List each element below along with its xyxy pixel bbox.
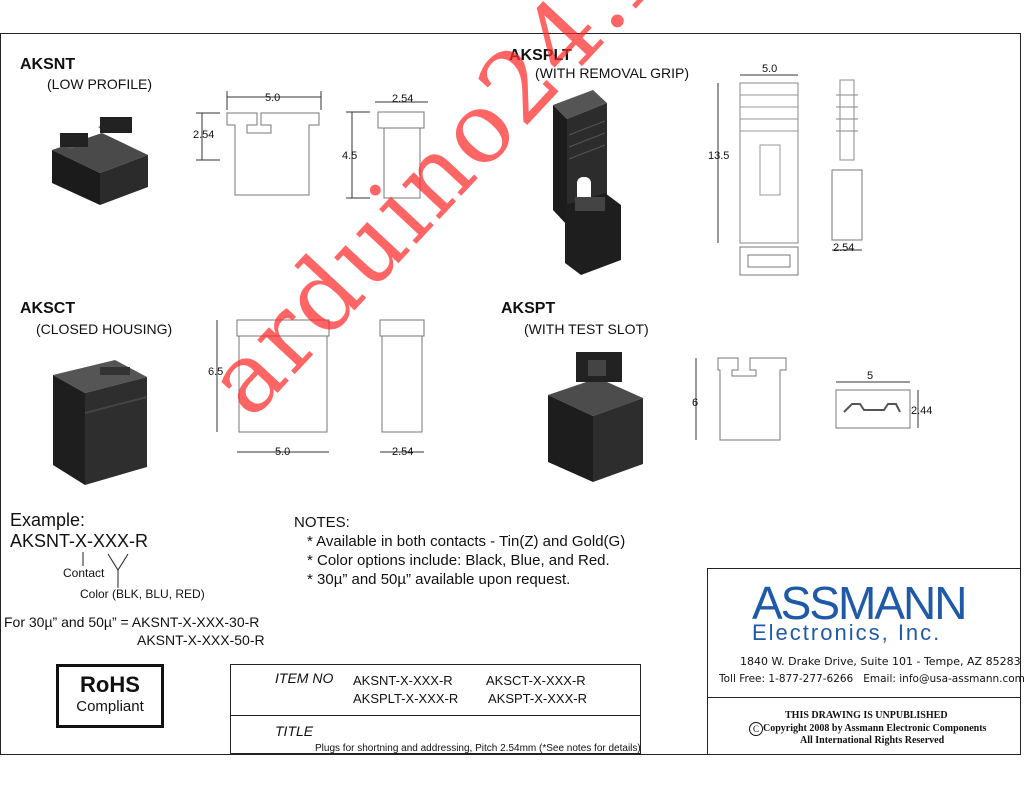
rohs-label: RoHS	[80, 672, 140, 697]
company-address: 1840 W. Drake Drive, Suite 101 - Tempe, …	[740, 655, 1021, 668]
copyright-icon: C	[749, 722, 763, 736]
aksct-title: AKSCT	[20, 300, 76, 317]
aksplt-title: AKSPLT	[509, 47, 572, 64]
title-label: TITLE	[275, 723, 314, 739]
aksct-width-label: 5.0	[275, 446, 291, 458]
item-no-label: ITEM NO	[275, 670, 334, 686]
akspt-width-label: 5	[867, 370, 874, 382]
company-contact: Toll Free: 1-877-277-6266 Email: info@us…	[719, 673, 1024, 685]
gold-option-line1: For 30µ” and 50µ” = AKSNT-X-XXX-30-R	[4, 614, 260, 630]
aksct-side-width-label: 2.54	[392, 446, 414, 458]
aksplt-side-width-label: 2.54	[833, 242, 855, 254]
akspt-title: AKSPT	[501, 300, 556, 317]
title-block	[230, 664, 641, 754]
legal-unpublished: THIS DRAWING IS UNPUBLISHED	[785, 710, 948, 721]
akspt-photo	[548, 352, 643, 482]
legal-rights: All International Rights Reserved	[800, 735, 945, 746]
aksplt-photo	[553, 90, 621, 275]
legal-copyright: Copyright 2008 by Assmann Electronic Com…	[763, 723, 987, 734]
example-color-label: Color (BLK, BLU, RED)	[80, 587, 205, 601]
aksnt-title: AKSNT	[20, 56, 76, 73]
example-contact-label: Contact	[63, 566, 105, 580]
notes-heading: NOTES:	[294, 514, 350, 531]
example-label: Example:	[10, 510, 86, 530]
akspt-top-height-label: 2.44	[911, 405, 933, 417]
item-no-value: AKSPT-X-XXX-R	[488, 691, 587, 706]
aksct-height-label: 6.5	[208, 366, 224, 378]
gold-option-line2: AKSNT-X-XXX-50-R	[137, 632, 265, 648]
aksplt-height-label: 13.5	[708, 150, 730, 162]
note-item: * Available in both contacts - Tin(Z) an…	[307, 533, 626, 550]
aksct-photo	[53, 360, 148, 485]
company-logo-name: ASSMANN	[752, 577, 967, 629]
rohs-compliant-label: Compliant	[76, 698, 144, 715]
aksnt-photo	[52, 117, 148, 205]
rohs-badge: RoHS Compliant	[56, 664, 164, 728]
aksct-side-drawing	[379, 319, 425, 453]
item-no-value: AKSPLT-X-XXX-R	[353, 691, 459, 706]
aksnt-width-label: 5.0	[265, 92, 281, 104]
item-no-value: AKSCT-X-XXX-R	[486, 673, 586, 688]
item-no-value: AKSNT-X-XXX-R	[353, 673, 453, 688]
aksct-front-drawing	[216, 319, 330, 453]
akspt-top-drawing	[835, 381, 919, 429]
aksplt-subtitle: (WITH REMOVAL GRIP)	[535, 65, 689, 81]
aksnt-height-label: 4.5	[342, 150, 358, 162]
aksnt-side-width-label: 2.54	[392, 93, 414, 105]
akspt-height-label: 6	[692, 397, 699, 409]
aksplt-side-drawing	[831, 79, 863, 251]
note-item: * 30µ” and 50µ” available upon request.	[307, 571, 571, 588]
note-item: * Color options include: Black, Blue, an…	[307, 552, 610, 569]
drawing-frame	[0, 33, 1021, 755]
company-block	[707, 568, 1021, 755]
aksnt-height-top-label: 2.54	[193, 129, 215, 141]
aksnt-subtitle: (LOW PROFILE)	[47, 76, 153, 92]
title-value: Plugs for shortning and addressing, Pitc…	[315, 743, 641, 754]
akspt-subtitle: (WITH TEST SLOT)	[524, 321, 649, 337]
akspt-front-drawing	[695, 357, 787, 441]
aksnt-front-drawing	[196, 91, 322, 196]
aksplt-front-drawing	[717, 74, 799, 276]
aksplt-width-label: 5.0	[762, 63, 778, 75]
example-callout-lines	[82, 552, 129, 588]
company-logo-subname: Electronics, Inc.	[752, 620, 942, 645]
aksnt-side-drawing	[346, 101, 428, 199]
aksct-subtitle: (CLOSED HOUSING)	[36, 321, 173, 337]
example-part-number: AKSNT-X-XXX-R	[10, 531, 149, 551]
